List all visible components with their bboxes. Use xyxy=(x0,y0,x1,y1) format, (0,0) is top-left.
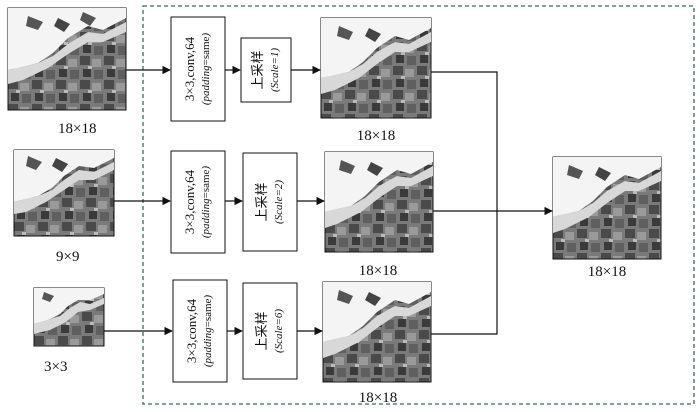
conv-box-1-sub-italic: padding xyxy=(200,65,212,103)
final-output-image xyxy=(552,156,662,260)
conv-box-3-sub-rest: =same xyxy=(202,298,214,327)
upsample-box-2: 上采样 (Scale=2) xyxy=(242,152,298,252)
input-image-9x9 xyxy=(13,149,115,237)
final-output-label: 18×18 xyxy=(588,264,626,280)
upsample-box-3-subtext: (Scale=6) xyxy=(273,309,285,353)
conv-box-1-subtext: (padding=same) xyxy=(200,33,212,106)
upsample-box-1: 上采样 (Scale=1) xyxy=(240,37,292,103)
merge-line-bottom xyxy=(431,211,498,335)
conv-box-3: 3×3,conv,64 (padding=same) xyxy=(172,279,228,383)
dashed-group-border xyxy=(142,5,695,405)
merge-line-top xyxy=(431,71,498,211)
conv-box-2-text: 3×3,conv,64 xyxy=(182,169,197,234)
conv-box-1: 3×3,conv,64 (padding=same) xyxy=(170,16,226,122)
input-label-9x9: 9×9 xyxy=(56,249,79,265)
conv-box-3-sub-italic: padding xyxy=(202,327,214,365)
input-image-18x18 xyxy=(7,7,127,111)
input-label-3x3: 3×3 xyxy=(44,359,67,375)
upsample-box-3-text: 上采样 xyxy=(255,311,270,350)
output-label-2: 18×18 xyxy=(359,263,397,279)
input-label-18x18: 18×18 xyxy=(58,121,96,137)
upsample-box-2-subtext: (Scale=2) xyxy=(273,180,285,224)
output-image-3 xyxy=(322,281,432,383)
conv-box-3-text: 3×3,conv,64 xyxy=(184,298,199,363)
conv-box-1-sub-rest: =same xyxy=(200,36,212,65)
output-label-1: 18×18 xyxy=(357,128,395,144)
upsample-box-2-text: 上采样 xyxy=(255,182,270,221)
upsample-box-1-subtext: (Scale=1) xyxy=(269,48,281,92)
output-image-2 xyxy=(324,151,434,253)
conv-box-3-subtext: (padding=same) xyxy=(202,295,214,368)
conv-box-2-sub-rest: =same xyxy=(200,169,212,198)
conv-box-2-subtext: (padding=same) xyxy=(200,166,212,239)
conv-box-2: 3×3,conv,64 (padding=same) xyxy=(170,150,226,254)
upsample-box-3: 上采样 (Scale=6) xyxy=(242,282,298,380)
upsample-box-1-text: 上采样 xyxy=(251,50,266,89)
output-label-3: 18×18 xyxy=(359,390,397,406)
conv-box-2-sub-italic: padding xyxy=(200,198,212,236)
input-image-3x3 xyxy=(33,287,105,347)
output-image-1 xyxy=(320,17,432,119)
conv-box-1-text: 3×3,conv,64 xyxy=(182,36,197,101)
